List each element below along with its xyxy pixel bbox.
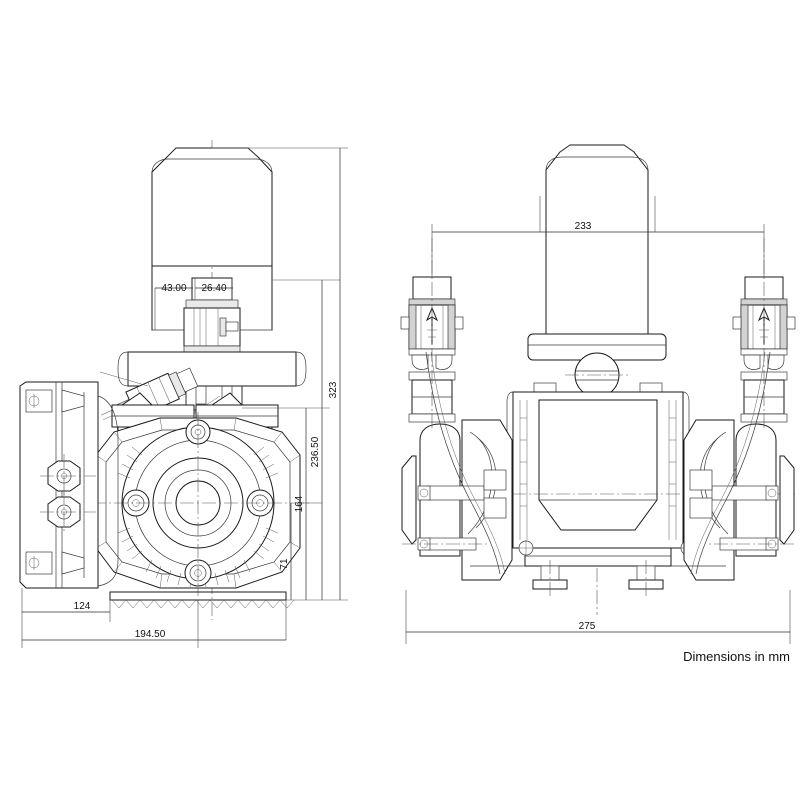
pump-face-rings xyxy=(92,412,312,596)
right-view-dimensions: 233 275 xyxy=(405,196,791,644)
dim-124-label: 124 xyxy=(74,601,91,612)
dim-124: 124 xyxy=(22,601,110,613)
front-right-pump-assembly xyxy=(683,419,795,581)
bracket-hex-ports xyxy=(40,454,96,534)
dim-233-label: 233 xyxy=(575,221,592,232)
dim-26-40: 26.40 xyxy=(195,283,233,294)
bracket-bolt-upper xyxy=(25,389,85,413)
dim-71-label: 71 xyxy=(279,558,290,570)
left-view-dimensions: 43.00 26.40 323 236.50 164 71 xyxy=(21,147,348,648)
front-left-inlet-connector xyxy=(400,238,506,575)
left-mounting-bracket xyxy=(19,381,119,589)
dim-323-label: 323 xyxy=(328,381,339,398)
front-left-pump-assembly xyxy=(401,419,513,581)
dim-236-50: 236.50 xyxy=(310,280,323,600)
front-central-block xyxy=(506,382,696,596)
bracket-bolt-lower xyxy=(25,551,85,575)
dim-26-40-label: 26.40 xyxy=(201,283,226,294)
dim-323: 323 xyxy=(328,148,341,600)
dim-164-label: 164 xyxy=(294,495,305,512)
dim-275: 275 xyxy=(406,621,790,633)
dim-194-50: 194.50 xyxy=(22,629,286,641)
front-block-ribs xyxy=(519,400,677,540)
right-view-front-elevation xyxy=(400,144,796,615)
dim-43-00-label: 43.00 xyxy=(161,283,186,294)
extension-lines-left xyxy=(21,147,348,648)
motor-spindle-assembly xyxy=(183,277,241,353)
dim-71: 71 xyxy=(279,503,292,600)
dim-194-50-label: 194.50 xyxy=(135,629,166,640)
motor-cover xyxy=(151,147,273,331)
left-view-side-elevation xyxy=(19,140,312,620)
dim-164: 164 xyxy=(294,408,307,600)
dim-233: 233 xyxy=(432,221,764,233)
dim-43-00: 43.00 xyxy=(155,283,193,294)
front-mounting-feet xyxy=(532,560,664,596)
front-motor-cover xyxy=(527,144,667,398)
dim-236-50-label: 236.50 xyxy=(310,436,321,467)
extension-lines-right xyxy=(405,196,791,644)
front-right-inlet-connector xyxy=(690,238,796,575)
units-note: Dimensions in mm xyxy=(683,649,790,664)
dim-275-label: 275 xyxy=(579,621,596,632)
